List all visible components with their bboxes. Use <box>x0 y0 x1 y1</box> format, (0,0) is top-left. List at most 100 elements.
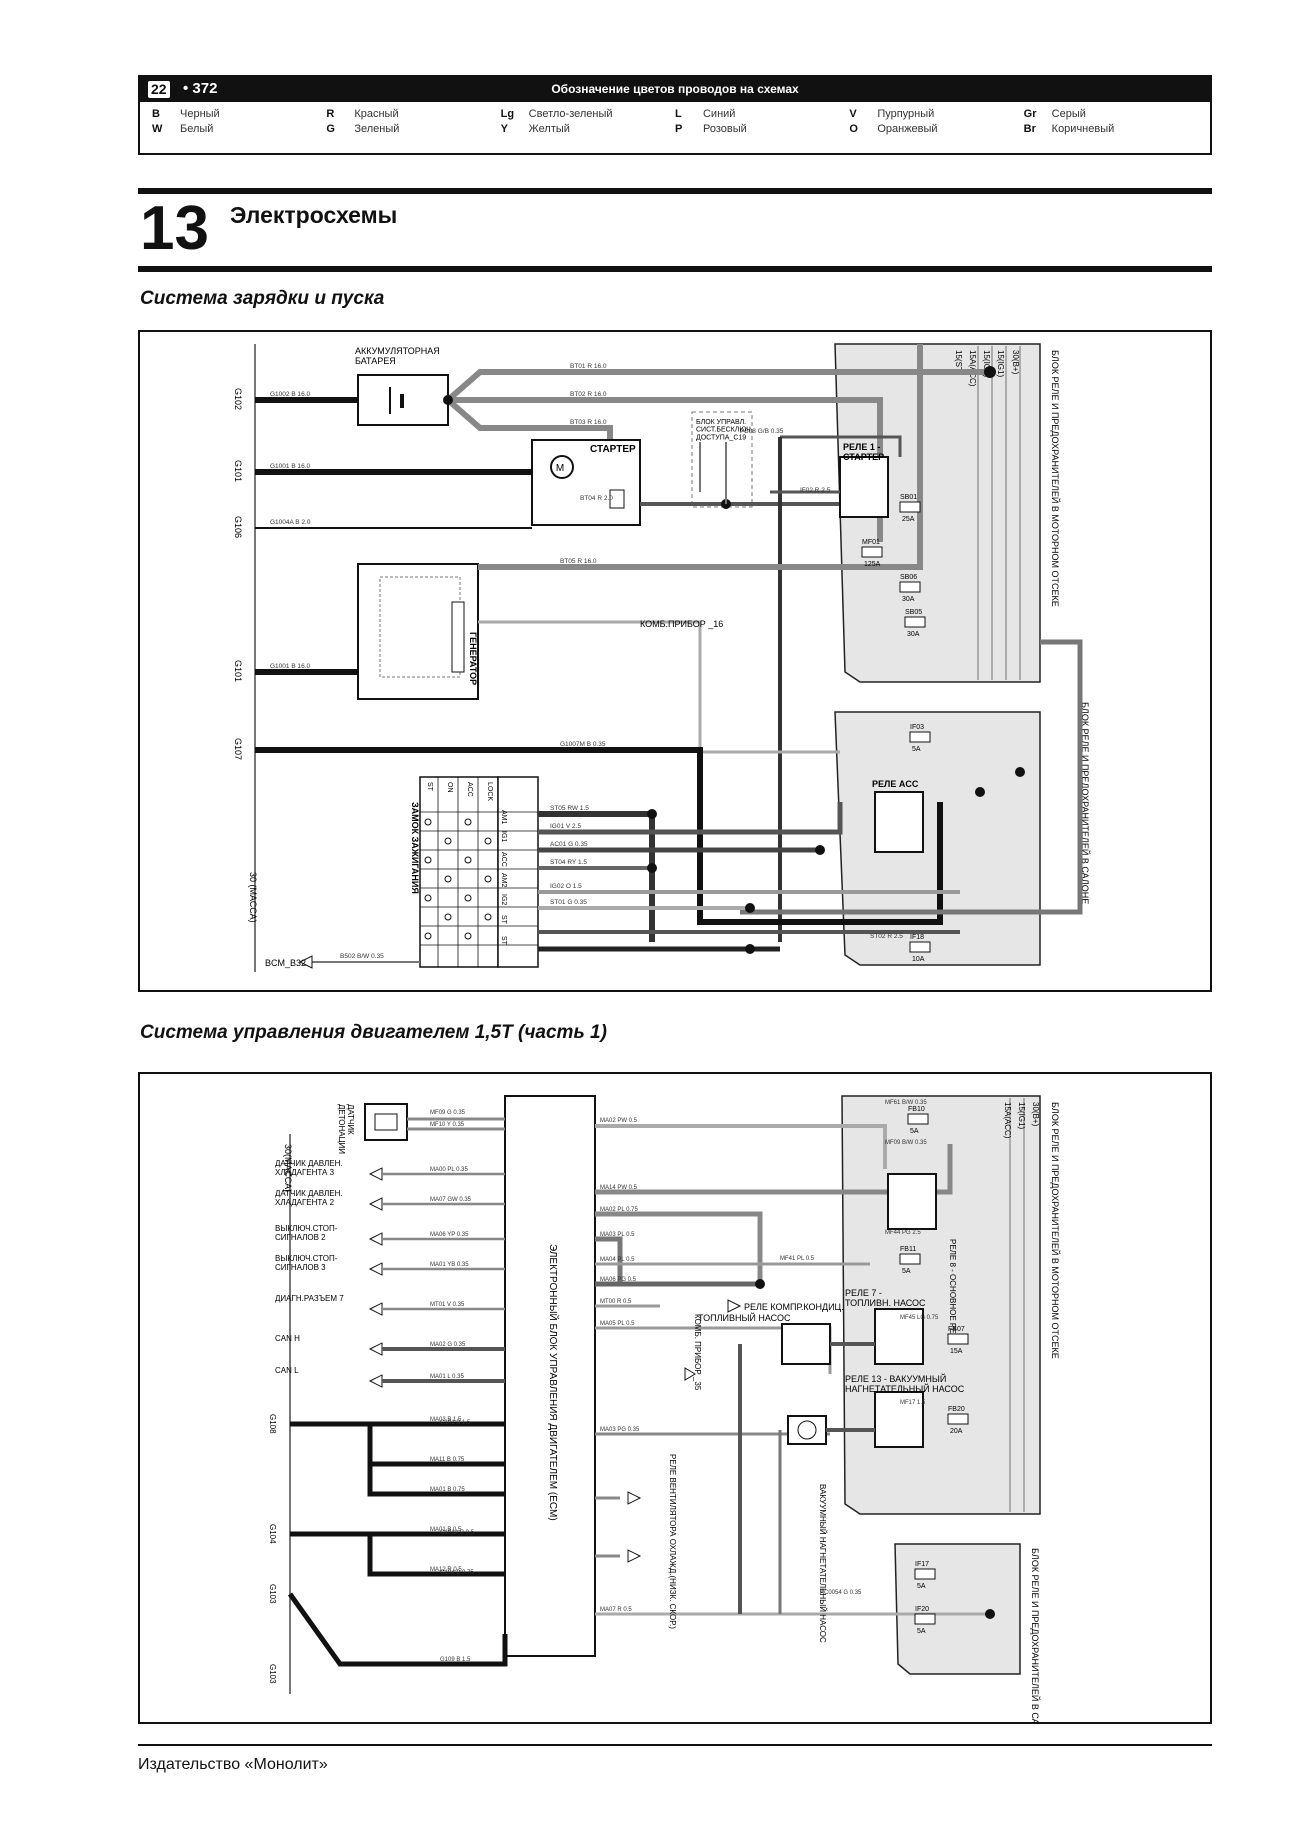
fuse-rating: 30A <box>907 631 920 638</box>
wire-label: BT04 R 2.0 <box>580 495 613 502</box>
sensor-connector <box>368 1302 383 1316</box>
fuse <box>947 1333 969 1345</box>
svg-text:БЛОК РЕЛЕ И ПРЕДОХРАНИТЕЛЕЙ В: БЛОК РЕЛЕ И ПРЕДОХРАНИТЕЛЕЙ В САЛОНЕ <box>1030 1548 1041 1722</box>
relay-starter: РЕЛЕ 1 -СТАРТЕР <box>839 442 889 518</box>
fusebox-buses <box>977 346 1021 680</box>
sensor-label: ДАТЧИКДЕТОНАЦИИ <box>337 1104 355 1154</box>
legend-header: 22 • 372 Обозначение цветов проводов на … <box>140 77 1210 102</box>
svg-text:ЗАМОК ЗАЖИГАНИЯ: ЗАМОК ЗАЖИГАНИЯ <box>410 802 420 894</box>
svg-text:ВАКУУМНЫЙ НАГНЕТАТЕЛЬНЫЙ НАСОС: ВАКУУМНЫЙ НАГНЕТАТЕЛЬНЫЙ НАСОС <box>818 1484 827 1643</box>
bus-label: 15(IG1) <box>996 350 1005 377</box>
wire-label: MT00 R 0.5 <box>600 1299 632 1305</box>
bus-label: 15A(ACC) <box>968 350 977 387</box>
wire-label: BT05 R 16.0 <box>560 558 597 565</box>
ground-label: G103 <box>268 1664 277 1684</box>
legend-title: Обозначение цветов проводов на схемах <box>551 82 799 96</box>
wire-label: MA03 B 1.5 <box>430 1417 462 1423</box>
wire-label: MA03 PL 0.5 <box>600 1232 635 1238</box>
sensor-label: CAN H <box>275 1334 300 1343</box>
bus-label: 30(B+) <box>1011 350 1020 375</box>
wire-label: MF61 B/W 0.35 <box>885 1100 927 1106</box>
fuse-id: IF03 <box>910 724 924 731</box>
fuse-id: SB01 <box>900 494 917 501</box>
sensor-wires <box>382 1117 505 1383</box>
wire-label: MA12 R 0.5 <box>430 1567 462 1573</box>
ign-pin: IG1 <box>500 831 507 842</box>
wire-label: MA04 PL 0.5 <box>600 1257 635 1263</box>
fuse-id: FB07 <box>948 1326 965 1333</box>
sensor-label: ДИАГН.РАЗЪЕМ 7 <box>275 1294 344 1303</box>
wire-label: AC0054 G 0.35 <box>820 1590 862 1596</box>
sensor-connector <box>368 1232 383 1246</box>
fuse-rating: 5A <box>912 746 921 753</box>
fuse <box>861 546 883 558</box>
wire-label: MA07 R 0.5 <box>600 1607 632 1613</box>
wire-label: G1001 B 16.0 <box>270 663 310 670</box>
ign-col: ST <box>426 782 433 792</box>
fuse-id: FB11 <box>900 1246 916 1253</box>
ground-label: G101 <box>233 460 243 482</box>
fuse-rating: 30A <box>902 596 915 603</box>
charging-starting-svg: БЛОК РЕЛЕ И ПРЕДОХРАНИТЕЛЕЙ В МОТОРНОМ О… <box>233 343 1091 972</box>
wire-label: MA11 B 0.75 <box>430 1457 465 1463</box>
section2-title: Система управления двигателем 1,5T (част… <box>140 1022 607 1043</box>
bus-label: 15A(ACC) <box>1003 1102 1012 1139</box>
ground-label: G106 <box>233 516 243 538</box>
wire-label: MT01 V 0.35 <box>430 1302 465 1308</box>
fuse-rating: 5A <box>917 1583 926 1590</box>
sensor-connector <box>368 1262 383 1276</box>
bus-labels: 30(B+)15(IG1)15(IG2)15A(ACC)15(ST) <box>954 350 1020 387</box>
fuse-id: IF17 <box>915 1561 929 1568</box>
relay-acc: РЕЛЕ ACC <box>872 779 924 853</box>
fuse <box>907 1113 929 1125</box>
wire-label: BT03 R 16.0 <box>570 419 607 426</box>
bus-label: 15(IG1) <box>1017 1102 1026 1129</box>
wire-label: AC01 G 0.35 <box>550 841 588 848</box>
bus-label: 15(ST) <box>954 350 963 375</box>
wire-label: MF09 G 0.35 <box>430 1110 466 1116</box>
fuse <box>904 616 926 628</box>
wire-label: MF09 B/W 0.35 <box>885 1140 927 1146</box>
engine-control-diagram: БЛОК РЕЛЕ И ПРЕДОХРАНИТЕЛЕЙ В МОТОРНОМ О… <box>138 1072 1212 1724</box>
publisher: Издательство «Монолит» <box>138 1756 328 1773</box>
wire-label: MF45 LG 0.75 <box>900 1315 939 1321</box>
wire-label: BT01 R 16.0 <box>570 363 607 370</box>
svg-text:РЕЛЕ ВЕНТИЛЯТОРА ОХЛАЖД.(НИЗК.: РЕЛЕ ВЕНТИЛЯТОРА ОХЛАЖД.(НИЗК. СКОР.) <box>668 1454 677 1629</box>
compressor-relay-connector: РЕЛЕ КОМПР.КОНДИЦ. <box>727 1299 844 1313</box>
ground-label: G104 <box>268 1524 277 1544</box>
wire-color-legend: 22 • 372 Обозначение цветов проводов на … <box>138 75 1212 155</box>
ign-pin: ST <box>500 936 507 946</box>
wire-label: MA07 GW 0.35 <box>430 1197 472 1203</box>
kombi-connector-2: КОМБ. ПРИБОР _35 <box>684 1314 702 1391</box>
chapter-rule-top <box>138 188 1212 194</box>
wire-label: MF10 Y 0.35 <box>430 1122 465 1128</box>
wire-label: ST01 G 0.35 <box>550 899 587 906</box>
wire-label: MF44 PG 2.5 <box>885 1230 921 1236</box>
fuse <box>914 1613 936 1625</box>
wire-label: ST04 RY 1.5 <box>550 859 587 866</box>
section1-title: Система зарядки и пуска <box>140 288 385 309</box>
fuse-rating: 25A <box>902 516 915 523</box>
wire-label: MA02 PW 0.5 <box>600 1118 638 1124</box>
sensor-label: ВЫКЛЮЧ.СТОП-СИГНАЛОВ 2 <box>275 1224 338 1242</box>
bus-label: 30(B+) <box>1031 1102 1040 1127</box>
ground-bus-label: 30 (МАССА) <box>248 872 258 923</box>
fuse-rating: 125A <box>864 561 881 568</box>
wire-label: MF17 1.5 <box>900 1400 926 1406</box>
